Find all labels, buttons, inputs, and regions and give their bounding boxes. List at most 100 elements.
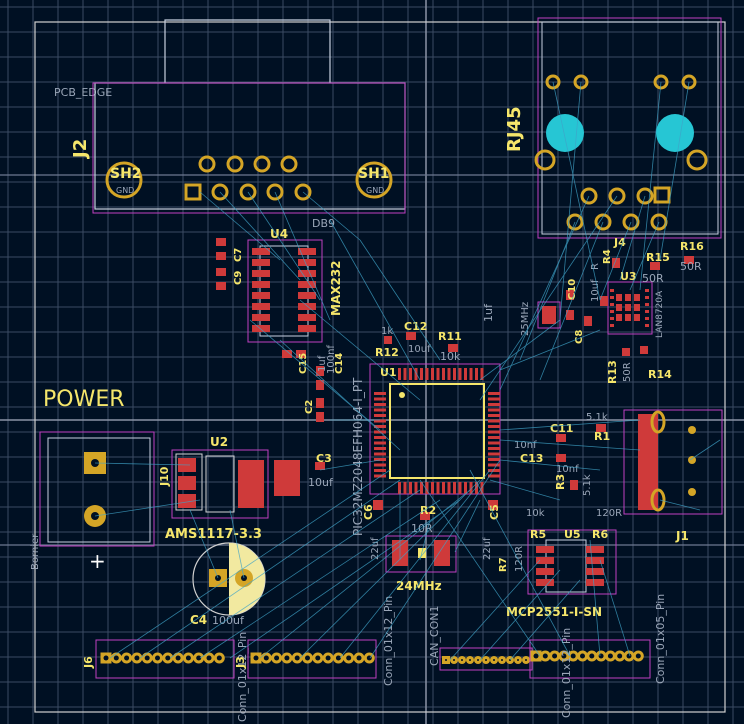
db9-connector[interactable]: SH2 GND SH1 GND J2 DB9 bbox=[70, 19, 406, 230]
pin-hole bbox=[335, 655, 341, 661]
ratsnest-line bbox=[479, 569, 561, 661]
pad bbox=[488, 425, 500, 428]
pad bbox=[488, 463, 500, 467]
val-10uf-c: 10uf bbox=[590, 279, 601, 302]
pin-hole bbox=[206, 655, 212, 661]
pin-hole bbox=[552, 653, 558, 659]
ratsnest-line bbox=[189, 509, 219, 579]
r2-ref: R2 bbox=[420, 504, 436, 517]
pad bbox=[298, 281, 316, 288]
pad bbox=[414, 482, 418, 494]
ratsnest-line bbox=[659, 499, 701, 511]
pad bbox=[464, 482, 467, 494]
pad bbox=[464, 368, 467, 380]
pad bbox=[488, 458, 500, 461]
y1-value: 24MHz bbox=[396, 579, 442, 593]
u3-passives[interactable] bbox=[566, 256, 694, 356]
pad bbox=[610, 296, 614, 299]
u2-regulator[interactable]: U2 AMS1117-3.3 J10 bbox=[158, 435, 300, 542]
pad bbox=[403, 368, 407, 380]
pad bbox=[488, 436, 500, 439]
u1-pic32[interactable]: U1 PIC32MZ2048EFH064-I_PT bbox=[351, 363, 501, 536]
u2-value: AMS1117-3.3 bbox=[165, 527, 262, 542]
ratsnest-line bbox=[499, 329, 601, 371]
pin-hole bbox=[469, 659, 471, 661]
pin-hole bbox=[356, 655, 362, 661]
j1-connector[interactable]: J1 bbox=[623, 409, 723, 543]
pad bbox=[488, 474, 500, 478]
j6-header[interactable]: J6 Conn_01x12_Pin bbox=[82, 632, 249, 722]
ratsnest-line bbox=[299, 479, 481, 659]
pad bbox=[458, 482, 462, 494]
pad bbox=[458, 368, 462, 380]
u3-lan8720[interactable]: U3 LAN8720A bbox=[607, 270, 665, 338]
val-120r: 120R bbox=[514, 546, 525, 572]
ratsnest-line bbox=[449, 559, 541, 661]
ratsnest-line bbox=[519, 221, 576, 361]
c15-ref: C15 bbox=[298, 353, 309, 374]
pad bbox=[374, 397, 386, 401]
val-10uf-b: 10uf bbox=[408, 344, 431, 355]
ratsnest-line bbox=[479, 195, 618, 401]
r12-ref: R12 bbox=[375, 346, 399, 359]
pad bbox=[616, 304, 622, 311]
pin-hole bbox=[493, 659, 495, 661]
pad bbox=[453, 368, 456, 380]
u5-mcp2551[interactable]: U5 MCP2551-I-SN bbox=[506, 528, 617, 619]
c6-ref: C6 bbox=[362, 504, 375, 520]
bornier-connector[interactable]: Bornier + bbox=[30, 431, 155, 573]
caps-cluster[interactable] bbox=[282, 332, 458, 470]
pin-hole bbox=[525, 659, 527, 661]
pad bbox=[536, 546, 554, 553]
pad bbox=[625, 294, 631, 301]
j3-ref: J3 bbox=[234, 656, 247, 669]
ratsnest-line bbox=[369, 459, 501, 659]
pad bbox=[252, 325, 270, 332]
j1-ref: J1 bbox=[675, 529, 689, 543]
ratsnest-line bbox=[259, 489, 471, 659]
pin-hole bbox=[607, 653, 613, 659]
ratsnest-line bbox=[339, 469, 491, 659]
pad bbox=[374, 463, 386, 467]
pin-hole bbox=[155, 655, 160, 661]
pad bbox=[374, 408, 386, 412]
j1-passives[interactable] bbox=[556, 424, 606, 490]
j5-value: Conn_01x12_Pin bbox=[560, 628, 573, 718]
r7-ref: R7 bbox=[498, 557, 509, 572]
pin-hole bbox=[175, 655, 181, 661]
rj45-ref: RJ45 bbox=[504, 106, 525, 152]
c6-c5-caps[interactable] bbox=[373, 500, 498, 520]
rj45-connector[interactable]: RJ45 J4 bbox=[504, 17, 722, 249]
pad bbox=[488, 469, 500, 472]
y2-value: 25MHz bbox=[520, 302, 531, 336]
u4-value: MAX232 bbox=[329, 260, 343, 316]
c9-ref: C9 bbox=[233, 271, 244, 285]
pin-hole bbox=[196, 655, 202, 661]
ratsnest-line bbox=[509, 579, 581, 661]
c4-electrolytic[interactable]: C4 100uf bbox=[190, 542, 266, 627]
pad bbox=[488, 414, 500, 417]
ratsnest-line bbox=[689, 439, 721, 461]
pad bbox=[442, 482, 445, 494]
pin-hole bbox=[561, 653, 567, 659]
pad bbox=[414, 368, 418, 380]
board-edge bbox=[34, 21, 726, 713]
bornier-plus: + bbox=[89, 549, 106, 573]
ratsnest-line bbox=[589, 539, 601, 657]
ratsnest-line bbox=[109, 469, 391, 659]
ratsnest-line bbox=[219, 191, 301, 281]
pad bbox=[409, 368, 412, 380]
ratsnest-line bbox=[599, 559, 631, 657]
pad bbox=[475, 482, 478, 494]
j5-header[interactable]: Conn_01x12_Pin Conn_01x05_Pin bbox=[529, 594, 667, 718]
val-1uf-b: 1uf bbox=[482, 303, 495, 322]
c9-c7-caps[interactable] bbox=[216, 238, 226, 290]
pad bbox=[403, 482, 407, 494]
u4-max232[interactable]: U4 MAX232 bbox=[247, 227, 343, 343]
pin-hole bbox=[253, 655, 259, 661]
power-title: POWER bbox=[43, 387, 125, 412]
pin-hole bbox=[315, 655, 321, 661]
pad bbox=[409, 482, 412, 494]
j3-header[interactable]: J3 Conn_01x12_Pin bbox=[234, 596, 395, 686]
